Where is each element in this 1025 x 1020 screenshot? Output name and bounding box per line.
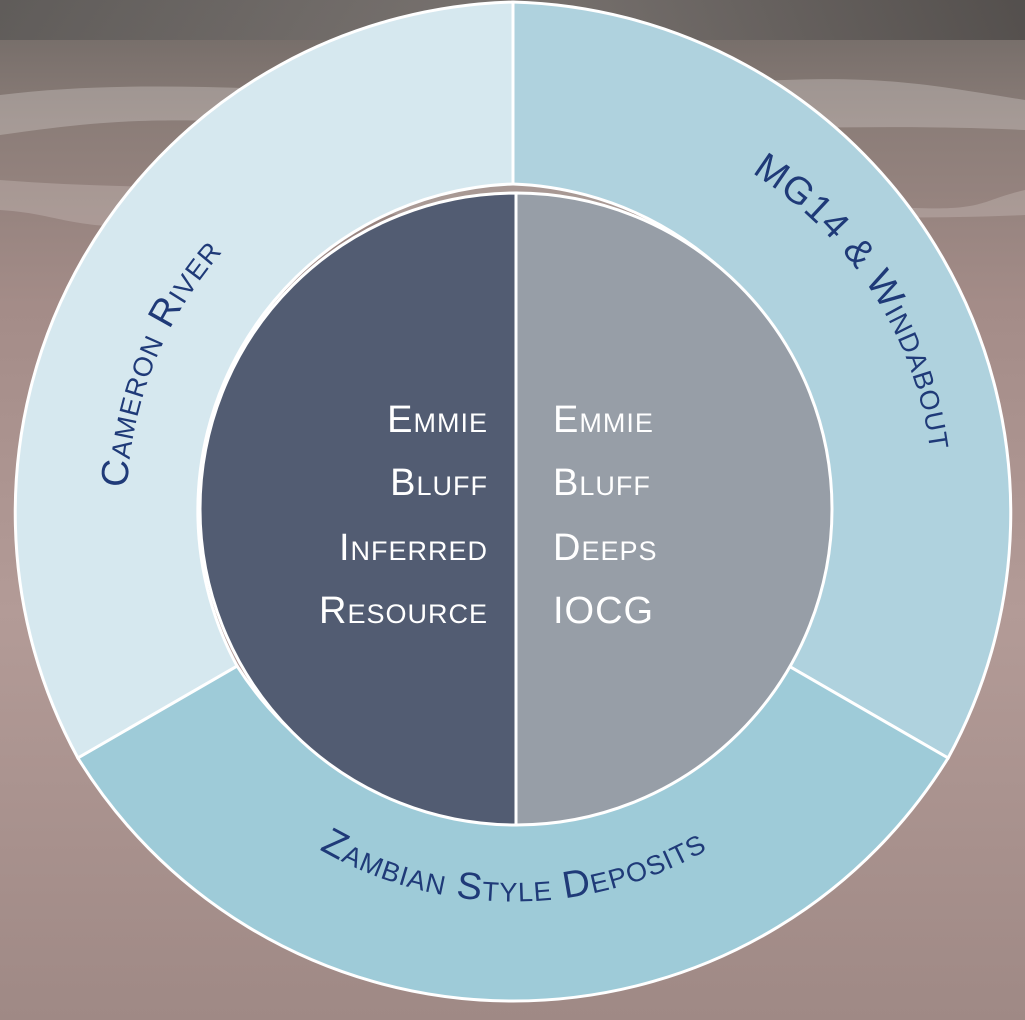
inner-half-emmie-bluff-deeps-iocg xyxy=(514,191,834,827)
inner-right-line-4: IOCG xyxy=(553,590,654,632)
inner-left-line-4: Resource xyxy=(319,590,488,632)
inner-left-line-1: Emmie xyxy=(387,399,488,441)
inner-left-text: Emmie Bluff Inferred Resource xyxy=(319,399,488,632)
inner-left-line-2: Bluff xyxy=(390,462,488,504)
inner-right-line-3: Deeps xyxy=(553,527,657,569)
inner-right-line-1: Emmie xyxy=(553,399,654,441)
segment-cameron-river xyxy=(13,0,515,761)
inner-half-emmie-bluff-inferred-resource xyxy=(198,191,518,827)
inner-left-line-3: Inferred xyxy=(339,527,488,569)
inner-right-text: Emmie Bluff Deeps IOCG xyxy=(553,399,657,632)
inner-right-line-2: Bluff xyxy=(553,462,651,504)
